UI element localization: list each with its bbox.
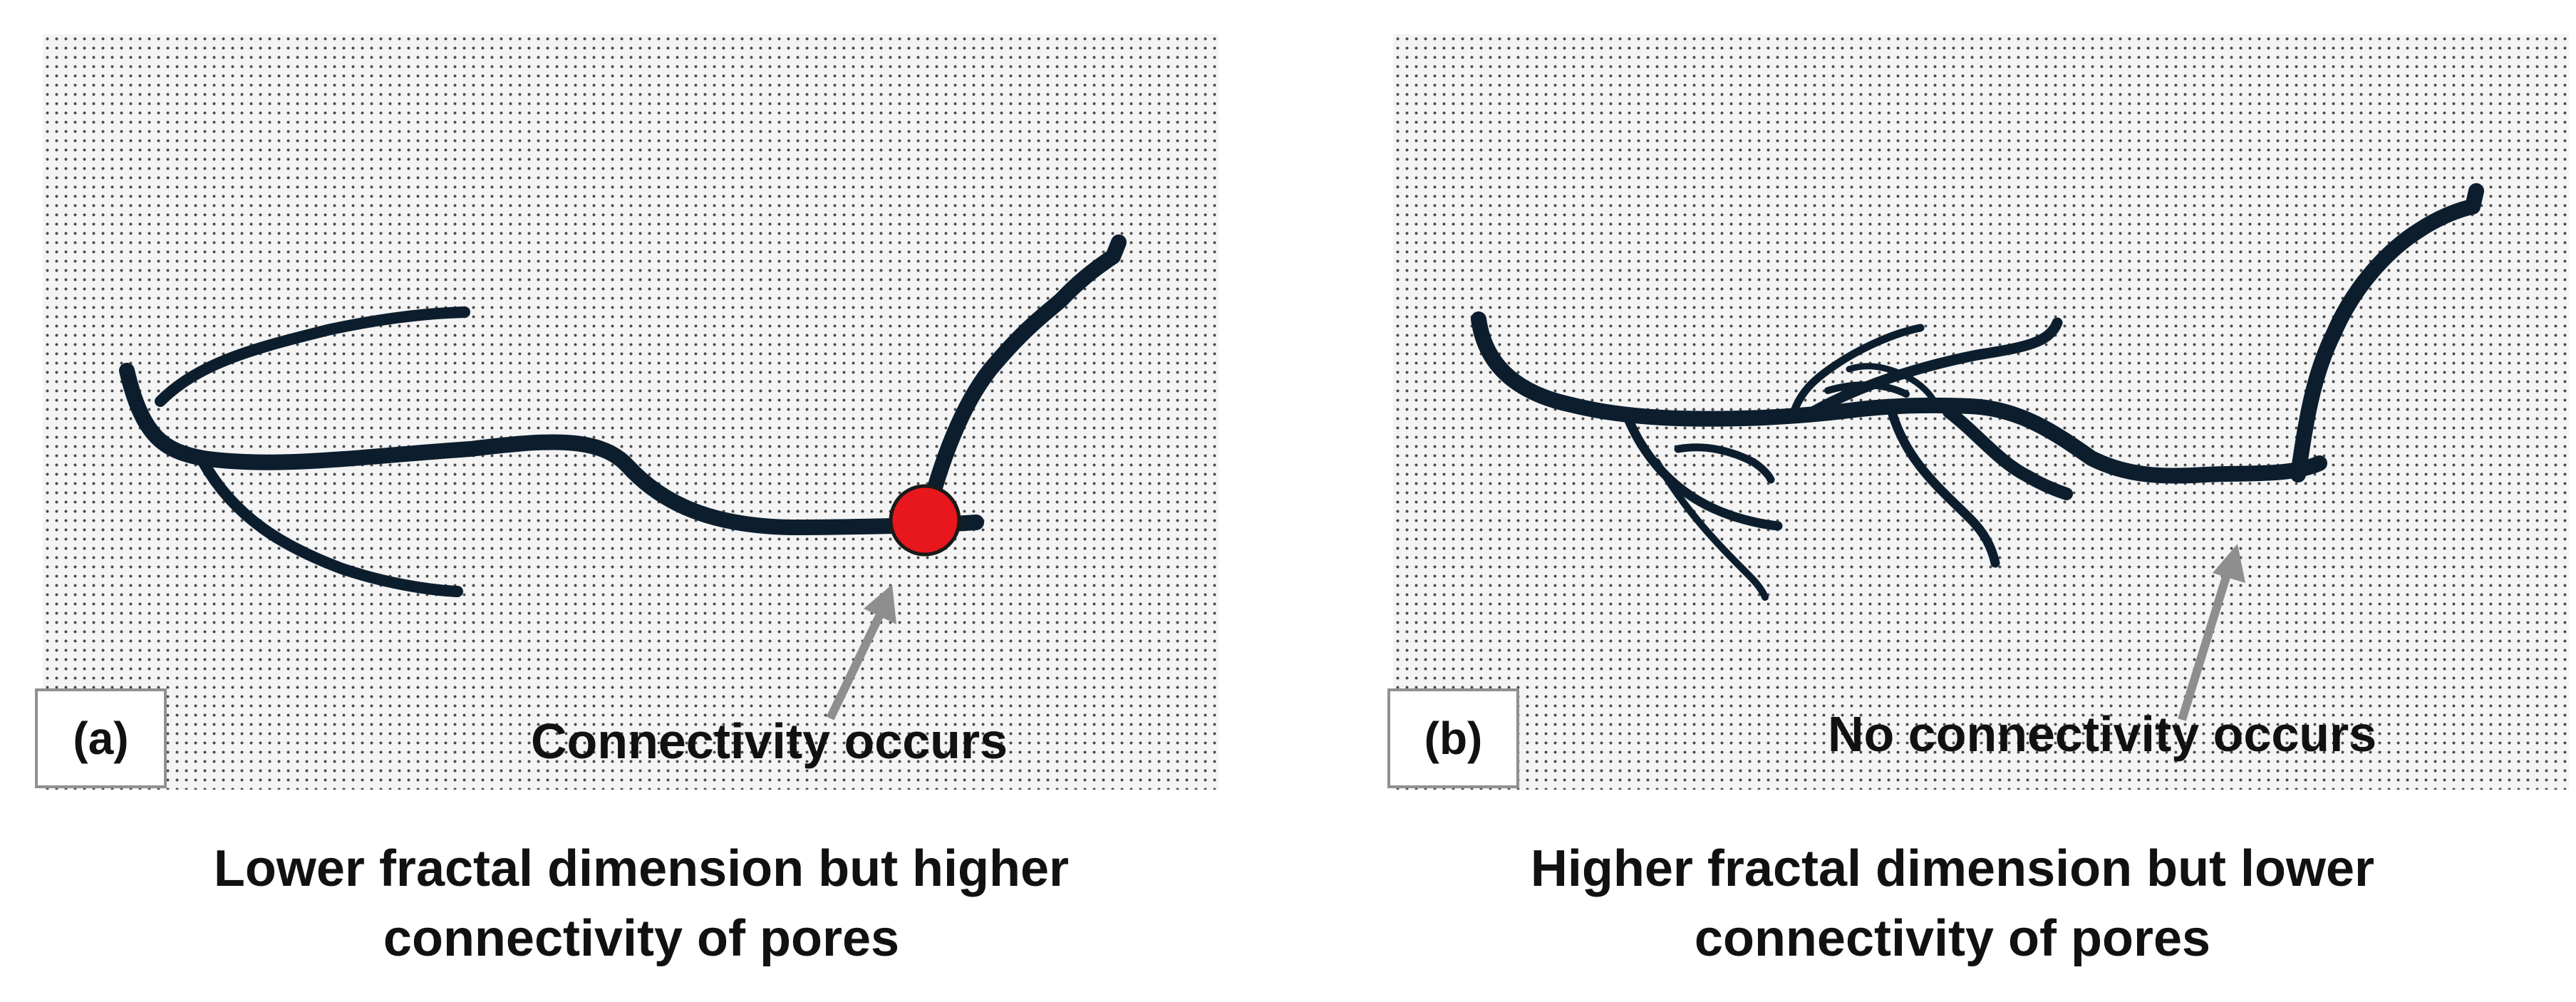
caption-b-line-2: connectivity of pores [1694,910,2211,967]
pore-branch-2-b [1788,324,1925,422]
pore-main-a [119,363,984,535]
pore-branch-6-b [1887,407,2000,568]
connection-point-marker [889,484,961,557]
pore-main-b [1471,311,2327,484]
caption-a-line-1: Lower fractal dimension but higher [213,840,1070,897]
caption-a: Lower fractal dimension but higher conne… [0,834,1283,973]
pore-rising-b [2290,183,2484,482]
caption-b: Higher fractal dimension but lower conne… [1311,834,2576,973]
caption-b-line-1: Higher fractal dimension but lower [1530,840,2375,897]
pore-branch-3-b [1846,363,1940,408]
pore-rising-a [919,234,1127,527]
panel-a [43,34,1219,790]
annotation-no-connectivity-occurs: No connectivity occurs [1828,706,2377,762]
arrow-b-head [2213,544,2245,583]
arrow-a-shaft [826,608,886,720]
panel-label-a: (a) [35,688,167,788]
caption-a-line-2: connectivity of pores [383,910,900,967]
pore-branch-1-b [1801,317,2063,421]
pore-branch-8-b [1653,458,1769,601]
pore-network-b [1471,183,2484,721]
panel-label-b: (b) [1387,688,1519,788]
pore-branch-7-b [1623,414,1783,531]
pore-branch-5-b [1943,406,2073,500]
annotation-connectivity-occurs: Connectivity occurs [531,713,1008,769]
arrow-a-head [864,584,896,624]
arrow-b-shaft [2178,569,2233,721]
pore-branch-9-b [1674,443,1775,484]
pore-branch-lower-a [197,456,463,597]
pore-branch-4-b [1824,381,1910,398]
pore-network-a [119,234,1127,720]
pore-branch-upper-a [155,306,470,407]
panel-b [1393,34,2569,790]
